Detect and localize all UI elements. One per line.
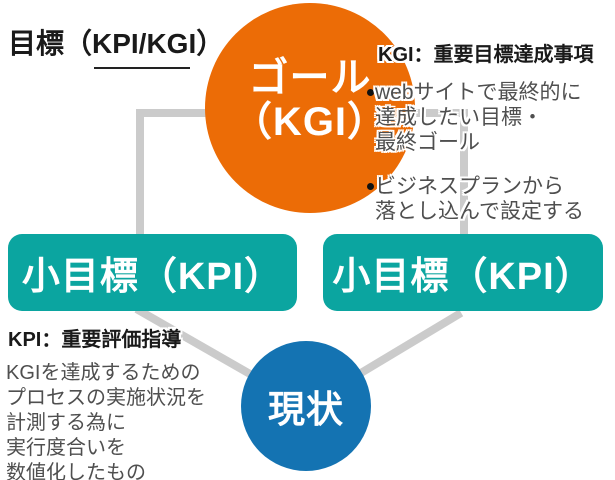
page-title: 目標（KPI/KGI） [8, 28, 225, 59]
goal-kgi-node-label: ゴール （KGI） [232, 56, 388, 144]
kpi-node-right-label: 小目標（KPI） [332, 256, 594, 298]
kpi-note-body: KGIを達成するための プロセスの実施状況を 計測する為に 実行度合いを 数値化… [6, 362, 206, 480]
kgi-note-bullet: ビジネスプランから 落とし込んで設定する [367, 174, 613, 224]
current-state-node: 現状 [241, 341, 371, 471]
kgi-note: KGI：重要目標達成事項 webサイトで最終的に 達成したい目標・ 最終ゴール … [367, 38, 613, 224]
connector-right-vertical [460, 109, 468, 240]
bullet-dot-icon [367, 183, 374, 190]
current-state-node-label: 現状 [268, 389, 344, 430]
kpi-node-left-label: 小目標（KPI） [21, 256, 284, 298]
kpi-note: KPI：重要評価指導 KGIを達成するための プロセスの実施状況を 計測する為に… [6, 323, 246, 480]
bullet-dot-icon [367, 89, 374, 96]
goal-label-line2: （KGI） [231, 100, 389, 144]
kpi-node-right: 小目標（KPI） [323, 234, 603, 311]
kgi-note-bullet-text: ビジネスプランから 落とし込んで設定する [375, 175, 584, 223]
goal-kgi-node: ゴール （KGI） [205, 3, 415, 213]
kgi-note-heading: KGI：重要目標達成事項 [378, 44, 594, 66]
title-underline [94, 67, 190, 69]
kgi-note-bullet-list: webサイトで最終的に 達成したい目標・ 最終ゴール ビジネスプランから 落とし… [367, 80, 613, 224]
kpi-note-heading: KPI：重要評価指導 [8, 329, 182, 351]
kpi-node-left: 小目標（KPI） [8, 234, 297, 311]
goal-label-line1: ゴール [248, 56, 372, 100]
kgi-note-bullet: webサイトで最終的に 達成したい目標・ 最終ゴール [367, 80, 613, 155]
connector-left-vertical [136, 109, 144, 240]
kgi-note-bullet-text: webサイトで最終的に 達成したい目標・ 最終ゴール [375, 81, 582, 154]
